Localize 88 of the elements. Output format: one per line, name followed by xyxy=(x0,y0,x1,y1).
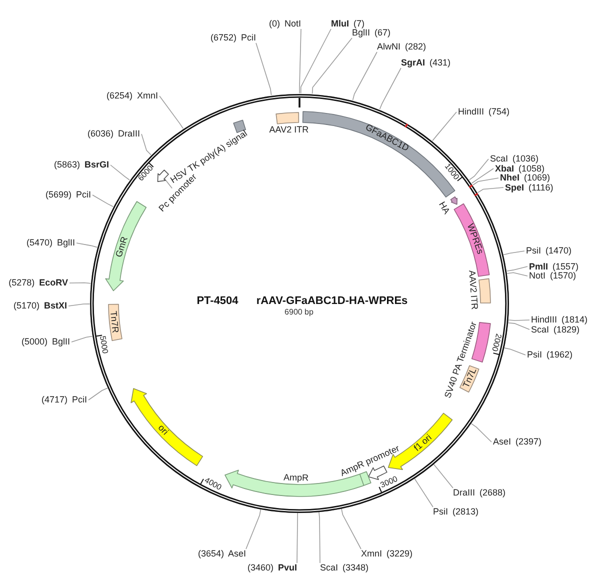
site-label: ScaI (3348) xyxy=(320,564,369,572)
leader-line xyxy=(71,336,93,342)
site-label: ScaI (1829) xyxy=(531,325,580,334)
site-label: NheI (1069) xyxy=(500,174,550,182)
leader-line xyxy=(164,178,172,189)
site-label: (6254) XmnI xyxy=(106,92,158,100)
leader-line xyxy=(312,38,352,94)
site-label: (5470) BglII xyxy=(26,238,75,248)
site-label: XmnI (3229) xyxy=(361,550,413,558)
leader-line xyxy=(506,272,528,276)
feature-label: Tn7R xyxy=(108,310,120,333)
feature-arc xyxy=(276,112,300,124)
leader-line xyxy=(159,96,184,129)
leader-line xyxy=(299,28,302,94)
leader-line xyxy=(432,112,457,142)
leader-line xyxy=(468,158,489,180)
site-label: PsiI (1962) xyxy=(527,350,573,360)
leader-line xyxy=(470,423,492,442)
site-label: AseI (2397) xyxy=(493,438,542,446)
site-label: SpeI (1116) xyxy=(505,183,554,192)
leader-line xyxy=(246,508,262,550)
site-label: (4717) PciI xyxy=(41,396,87,404)
plasmid-id: PT-4504 xyxy=(196,295,238,307)
leader-line xyxy=(318,512,320,564)
leader-line xyxy=(352,52,378,100)
plasmid-name: rAAV-GFaABC1D-HA-WPREs xyxy=(256,295,408,307)
site-label: (6752) PciI xyxy=(210,34,256,42)
site-label: PsiI (1470) xyxy=(526,246,572,256)
leader-line xyxy=(110,164,130,180)
feature-arc xyxy=(450,196,458,204)
leader-line xyxy=(92,194,114,208)
leader-line xyxy=(300,28,332,94)
feature-arc xyxy=(157,169,169,182)
leader-line xyxy=(472,178,499,186)
site-label: HindIII (1814) xyxy=(531,316,588,324)
site-label: ScaI (1036) xyxy=(490,154,539,164)
site-label: PsiI (2813) xyxy=(433,508,479,516)
leader-line xyxy=(379,68,402,110)
site-label: (5699) PciI xyxy=(45,190,91,200)
site-label: AlwNI (282) xyxy=(377,42,426,52)
feature-label: f1 ori xyxy=(412,433,434,454)
plasmid-size: 6900 bp xyxy=(284,307,314,316)
leader-line xyxy=(296,512,298,564)
site-label: (5000) BglII xyxy=(21,338,70,346)
feature-label: HA xyxy=(437,200,452,216)
site-label: (0) NotI xyxy=(268,20,301,28)
feature-label: AAV2 ITR xyxy=(467,270,479,310)
leader-line xyxy=(88,388,108,400)
site-label: BglII (67) xyxy=(352,28,391,38)
leader-line xyxy=(506,266,528,272)
site-label: NotI (1570) xyxy=(529,272,576,280)
leader-line xyxy=(341,508,362,550)
leader-line xyxy=(504,348,526,356)
site-label: (5863) BsrGI xyxy=(54,160,109,170)
site-label: (5170) BstXI xyxy=(13,302,67,310)
site-label: MluI (7) xyxy=(331,20,364,28)
tick-label: 3000 xyxy=(379,475,399,490)
leader-line xyxy=(414,478,434,508)
leader-line xyxy=(76,242,98,248)
feature-label: ori xyxy=(156,423,170,437)
feature-arc xyxy=(130,388,204,466)
leader-line xyxy=(503,250,525,256)
site-label: (3654) AseI xyxy=(198,550,246,558)
tick-label: 5000 xyxy=(98,336,109,355)
feature-arc xyxy=(478,278,491,303)
site-label: PmlI (1557) xyxy=(529,262,579,271)
feature-label: Tn7L xyxy=(461,366,478,390)
site-label: (3460) PvuI xyxy=(247,564,297,572)
site-label: (5278) EcoRV xyxy=(8,278,68,288)
leader-line xyxy=(471,168,494,184)
feature-arc xyxy=(105,200,147,291)
tick-label: 4000 xyxy=(202,476,222,492)
leader-line xyxy=(477,187,504,193)
feature-label: AAV2 ITR xyxy=(269,126,309,135)
site-label: SgrAI (431) xyxy=(401,58,451,68)
leader-line xyxy=(69,282,92,284)
leader-line xyxy=(508,322,530,330)
leader-line xyxy=(433,464,454,488)
tick-label: 2000 xyxy=(490,332,502,352)
feature-arc xyxy=(108,303,122,341)
leader-line xyxy=(141,134,152,156)
feature-label: WPREs xyxy=(465,222,484,256)
leader-line xyxy=(508,320,530,321)
feature-label: GmR xyxy=(114,235,130,258)
leader-line xyxy=(256,42,272,96)
site-label: XbaI (1058) xyxy=(495,164,545,173)
feature-label: AmpR xyxy=(282,473,308,483)
leader-line xyxy=(68,304,90,306)
